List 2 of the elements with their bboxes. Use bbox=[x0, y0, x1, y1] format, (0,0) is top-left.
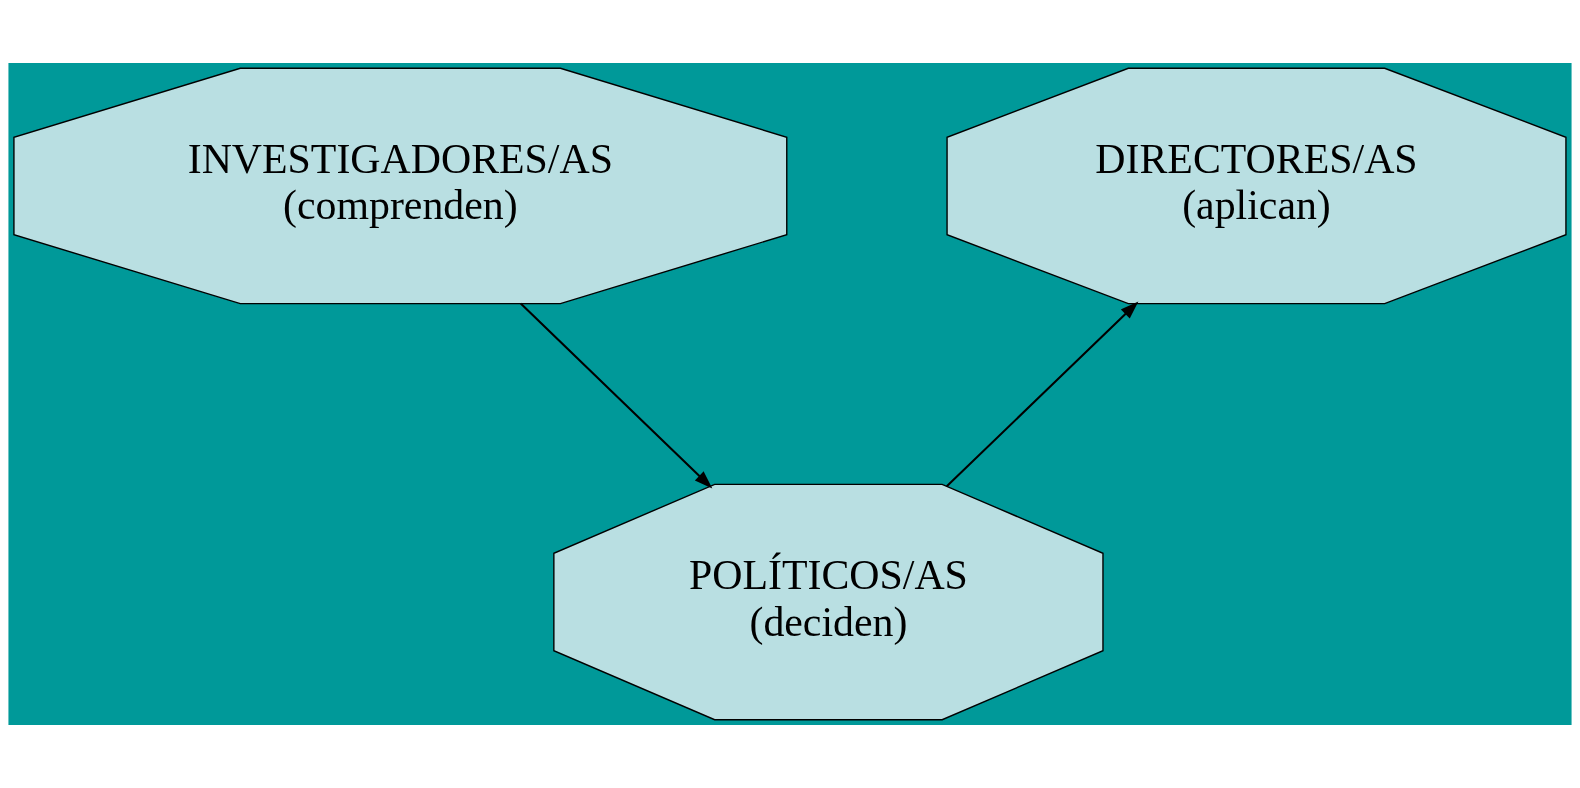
arrow bbox=[520, 302, 713, 489]
arrow bbox=[946, 301, 1139, 488]
